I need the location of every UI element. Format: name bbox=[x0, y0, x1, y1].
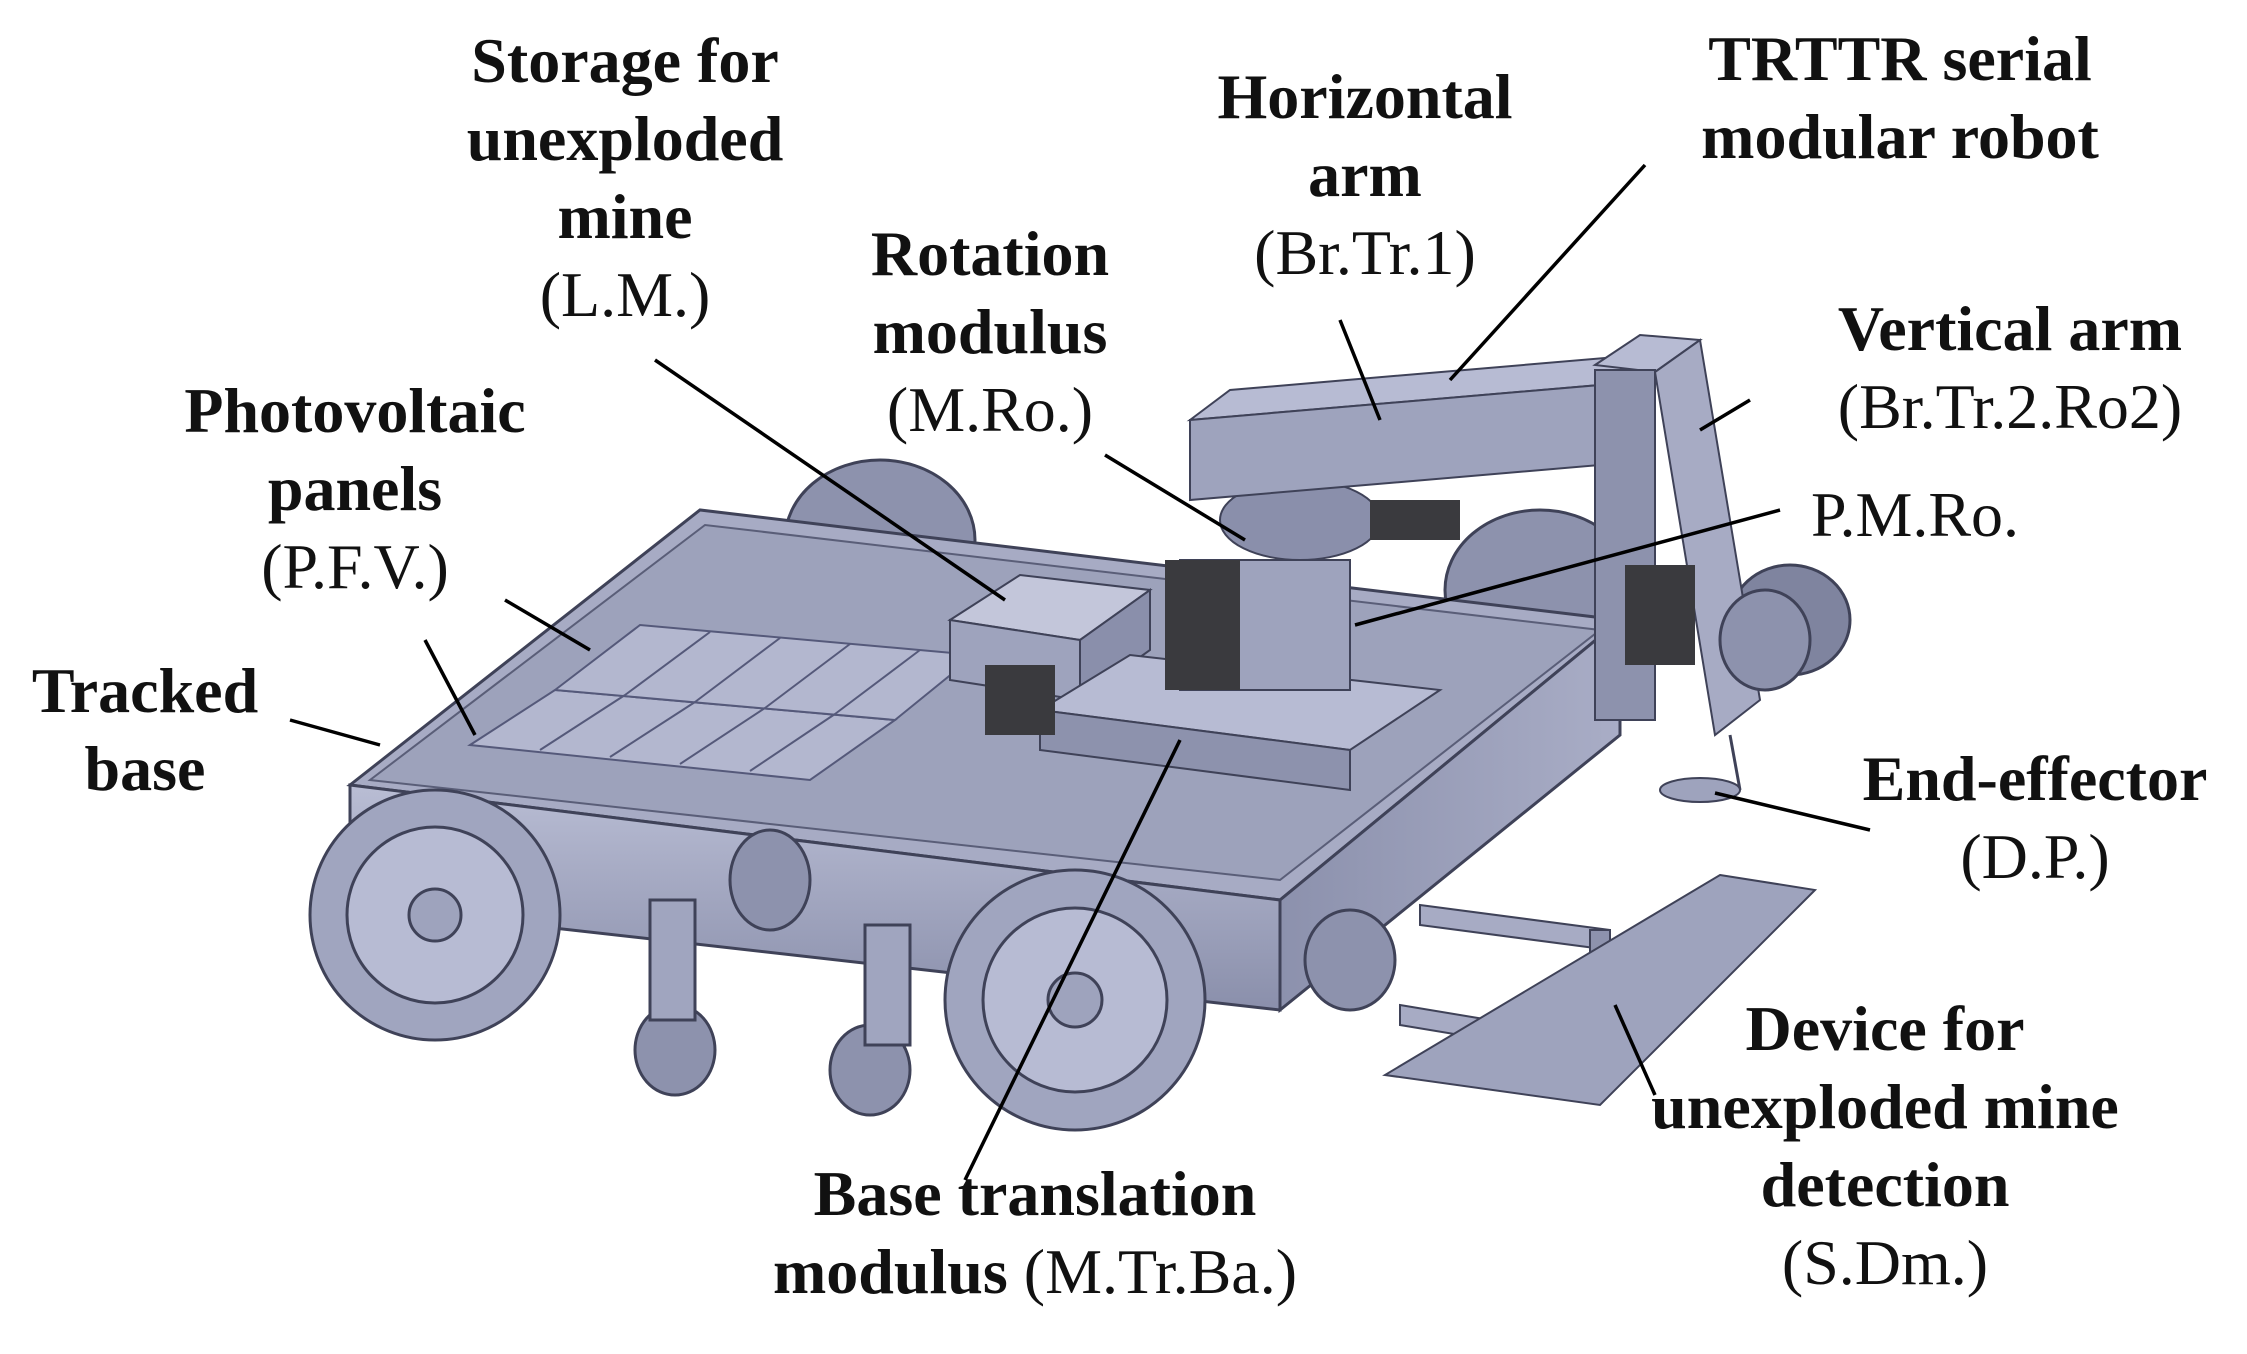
label-horizontal-arm: Horizontal arm (Br.Tr.1) bbox=[1175, 58, 1555, 292]
label-trttr: TRTTR serial modular robot bbox=[1650, 20, 2150, 176]
label-pmro: P.M.Ro. bbox=[1780, 476, 2050, 554]
label-device: Device for unexploded mine detection (S.… bbox=[1590, 990, 2180, 1302]
rotation-line-2: modulus bbox=[872, 296, 1108, 368]
device-line-3: detection bbox=[1760, 1149, 2010, 1221]
rotation-abbr: (M.Ro.) bbox=[886, 374, 1094, 446]
end-effector-abbr: (D.P.) bbox=[1960, 821, 2110, 893]
mine-detection-device bbox=[1382, 873, 1818, 1107]
label-rotation: Rotation modulus (M.Ro.) bbox=[830, 215, 1150, 449]
photovoltaic-line-2: panels bbox=[267, 453, 443, 525]
horizontal-arm bbox=[1186, 353, 1644, 502]
storage-line-3: mine bbox=[557, 181, 693, 253]
mine-storage bbox=[947, 573, 1153, 702]
tracked-base-line-1: Tracked bbox=[31, 655, 259, 726]
base-translation-line-2-row: modulus (M.Tr.Ba.) bbox=[710, 1233, 1360, 1311]
base-translation-line-1: Base translation bbox=[813, 1158, 1257, 1229]
leader-lines bbox=[289, 163, 1871, 1181]
horizontal-arm-abbr: (Br.Tr.1) bbox=[1254, 217, 1476, 289]
label-photovoltaic: Photovoltaic panels (P.F.V.) bbox=[150, 372, 560, 606]
storage-line-1: Storage for bbox=[471, 25, 779, 96]
base-translation-line-2: modulus bbox=[772, 1236, 1008, 1308]
horizontal-arm-line-2: arm bbox=[1308, 139, 1422, 211]
label-tracked-base: Tracked base bbox=[10, 652, 280, 808]
label-storage: Storage for unexploded mine (L.M.) bbox=[430, 22, 820, 334]
tracked-base-line-2: base bbox=[84, 733, 206, 805]
rotation-module bbox=[1165, 479, 1460, 691]
base-translation-abbr: (M.Tr.Ba.) bbox=[1023, 1236, 1298, 1308]
photovoltaic-abbr: (P.F.V.) bbox=[261, 531, 449, 603]
front-wheels bbox=[308, 588, 1812, 1132]
device-line-2: unexploded mine bbox=[1651, 1071, 2119, 1143]
trttr-line-2: modular robot bbox=[1701, 101, 2099, 173]
storage-abbr: (L.M.) bbox=[539, 259, 711, 331]
rotation-line-1: Rotation bbox=[870, 218, 1110, 289]
end-effector-line-1: End-effector bbox=[1862, 743, 2208, 814]
device-abbr: (S.Dm.) bbox=[1781, 1227, 1989, 1299]
horizontal-arm-line-1: Horizontal bbox=[1217, 61, 1513, 132]
device-line-1: Device for bbox=[1745, 993, 2025, 1064]
pmro-abbr: P.M.Ro. bbox=[1810, 479, 2020, 550]
vertical-arm-abbr: (Br.Tr.2.Ro2) bbox=[1837, 371, 2183, 443]
vertical-arm-line-1: Vertical arm bbox=[1837, 293, 2183, 364]
label-base-translation: Base translation modulus (M.Tr.Ba.) bbox=[710, 1155, 1360, 1311]
label-end-effector: End-effector (D.P.) bbox=[1830, 740, 2240, 896]
storage-line-2: unexploded bbox=[466, 103, 784, 175]
label-vertical-arm: Vertical arm (Br.Tr.2.Ro2) bbox=[1790, 290, 2230, 446]
photovoltaic-line-1: Photovoltaic bbox=[184, 375, 526, 446]
trttr-line-1: TRTTR serial bbox=[1708, 23, 2092, 94]
